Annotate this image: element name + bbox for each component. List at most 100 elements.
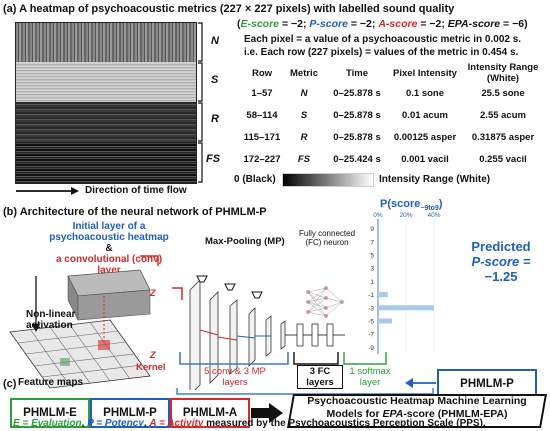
footer-sep1: , bbox=[81, 418, 88, 429]
initial-layer-line1: Initial layer of a bbox=[72, 221, 146, 232]
intensity-gradient-bar bbox=[282, 173, 374, 187]
nonlinear-activation-label: Non-linear activation bbox=[26, 309, 75, 331]
p-score-name: P-score bbox=[309, 18, 348, 30]
row-label-r: R bbox=[211, 113, 219, 125]
phmlm-epa-line1: Psychoacoustic Heatmap Machine Learning bbox=[307, 395, 527, 407]
table-cell: 2.55 acum bbox=[480, 110, 526, 121]
table-cell: S bbox=[300, 110, 308, 121]
score-line: (E-score = −2; P-score = −2; A-score = −… bbox=[237, 18, 528, 30]
legend-black-label: 0 (Black) bbox=[234, 174, 276, 185]
bracket-n bbox=[198, 22, 203, 62]
predicted-line2: P-score = bbox=[471, 254, 531, 269]
kernel-highlight bbox=[98, 340, 110, 350]
footer-e: E = Evaluation bbox=[13, 418, 82, 429]
table-cell: 0–25.878 s bbox=[333, 110, 381, 121]
fc-neuron-label: Fully connected (FC) neuron bbox=[298, 229, 356, 247]
z-bottom-label: Z bbox=[150, 350, 156, 360]
table-cell: R bbox=[300, 132, 308, 143]
softmax-layer-label: 1 softmax layer bbox=[345, 366, 395, 388]
conv-group-bracket bbox=[179, 352, 289, 365]
fc-layers-line1: 3 FC bbox=[309, 366, 331, 377]
y-tick-label: 3 bbox=[370, 266, 374, 273]
table-cell: 0.01 acum bbox=[402, 110, 448, 121]
fc-layers-line2: layers bbox=[306, 377, 334, 388]
heatmap-band-fs bbox=[16, 142, 196, 183]
section-a-title-text: A heatmap of psychoacoustic metrics (227… bbox=[19, 3, 455, 15]
softmax-group-bracket bbox=[343, 352, 387, 365]
y-tick-label: 7 bbox=[370, 239, 374, 246]
initial-layer-label: Initial layer of a psychoacoustic heatma… bbox=[48, 221, 170, 276]
table-cell: 0.001 vacil bbox=[401, 154, 449, 165]
table-header-metric: Metric bbox=[290, 68, 318, 79]
table-cell: 0–25.424 s bbox=[333, 154, 381, 165]
phmlm-p-model-box: PHMLM-P bbox=[90, 398, 170, 428]
y-tick-label: -3 bbox=[368, 305, 374, 312]
x-tick-label: 40% bbox=[427, 212, 440, 219]
heatmap-band-r bbox=[16, 102, 196, 142]
phmlm-e-box: PHMLM-E bbox=[10, 398, 90, 428]
y-tick-label: 9 bbox=[370, 226, 374, 233]
section-a-label: (a) bbox=[3, 3, 17, 15]
amp-text: & bbox=[105, 243, 113, 254]
table-cell: FS bbox=[297, 154, 311, 165]
conv-pointer bbox=[140, 255, 159, 266]
combine-arrow bbox=[251, 403, 283, 423]
table-cell: 1–57 bbox=[251, 88, 273, 99]
section-b-label: (b) bbox=[3, 206, 18, 218]
phmlm-epa-text: Psychoacoustic Heatmap Machine Learning … bbox=[292, 395, 542, 421]
section-b-title: (b) Architecture of the neural network o… bbox=[3, 206, 267, 218]
nonlinear-line2: activation bbox=[26, 320, 73, 331]
legend-white-label: Intensity Range (White) bbox=[379, 174, 491, 185]
feature-map-grid bbox=[9, 319, 151, 389]
table-cell: 0–25.878 s bbox=[333, 88, 381, 99]
table-header-time: Time bbox=[345, 68, 368, 79]
time-flow-label: Direction of time flow bbox=[85, 185, 187, 196]
conv-layers-line1: 5 conv & 3 MP bbox=[204, 366, 266, 377]
initial-layer-line2-wrap: psychoacoustic heatmap & bbox=[48, 232, 170, 254]
bracket-r bbox=[198, 102, 203, 142]
softmax-line2: layer bbox=[359, 377, 381, 388]
chart-title-sub: −9to9 bbox=[420, 205, 439, 213]
row-label-fs: FS bbox=[206, 153, 221, 165]
psychoacoustic-heatmap bbox=[15, 22, 197, 184]
footer-p: P = Potency bbox=[87, 418, 144, 429]
fc-line2: (FC) neuron bbox=[305, 238, 349, 247]
table-cell: N bbox=[300, 88, 308, 99]
row-label-n: N bbox=[211, 35, 219, 47]
table-cell: 0.31875 asper bbox=[471, 132, 535, 143]
epa-score-value: −6 bbox=[512, 18, 525, 30]
max-pooling-label: Max-Pooling (MP) bbox=[205, 236, 285, 247]
conv-layers-label: 5 conv & 3 MP layers bbox=[185, 366, 285, 388]
x-tick-label: 20% bbox=[399, 212, 412, 219]
phmlm-epa-line2-c: -score (PHMLM-EPA) bbox=[403, 408, 508, 420]
nonlinear-line1: Non-linear bbox=[26, 309, 76, 320]
chart-title: P(score−9to9) bbox=[380, 198, 443, 212]
chart-title-main: P(score bbox=[380, 198, 421, 210]
footer-a: A = Activity bbox=[149, 418, 204, 429]
softmax-line1: 1 softmax bbox=[349, 366, 391, 377]
table-cell: 25.5 sone bbox=[481, 88, 525, 99]
a-score-value: −2 bbox=[429, 18, 442, 30]
score-bar bbox=[378, 292, 388, 298]
table-cell: 0–25.878 s bbox=[333, 132, 381, 143]
y-tick-label: -1 bbox=[368, 292, 374, 299]
score-bar bbox=[378, 305, 434, 311]
y-tick-label: 5 bbox=[370, 253, 374, 260]
footer-sep2: , bbox=[143, 418, 150, 429]
initial-layer-line2: psychoacoustic heatmap bbox=[49, 232, 169, 243]
bracket-s bbox=[198, 62, 203, 102]
predicted-score-label: Predicted P-score = −1.25 bbox=[455, 239, 547, 284]
pps-footer: E = Evaluation, P = Potency, A = Activit… bbox=[13, 418, 486, 429]
conv-blocks bbox=[189, 279, 286, 390]
epa-score-name: EPA-score bbox=[447, 18, 501, 30]
fc-line1: Fully connected bbox=[298, 229, 356, 238]
e-score-value: −2 bbox=[291, 18, 303, 30]
phmlm-p-box-label: PHMLM-P bbox=[460, 378, 514, 390]
y-tick-label: -9 bbox=[368, 345, 374, 352]
phmlm-epa-line2-a: Models for bbox=[326, 408, 383, 420]
row-description: i.e. Each row (227 pixels) = values of t… bbox=[244, 47, 519, 58]
phmlm-a-label: PHMLM-A bbox=[182, 407, 238, 419]
phmlm-p-model-label: PHMLM-P bbox=[103, 407, 157, 419]
fc-layers-label: 3 FC layers bbox=[297, 365, 343, 389]
